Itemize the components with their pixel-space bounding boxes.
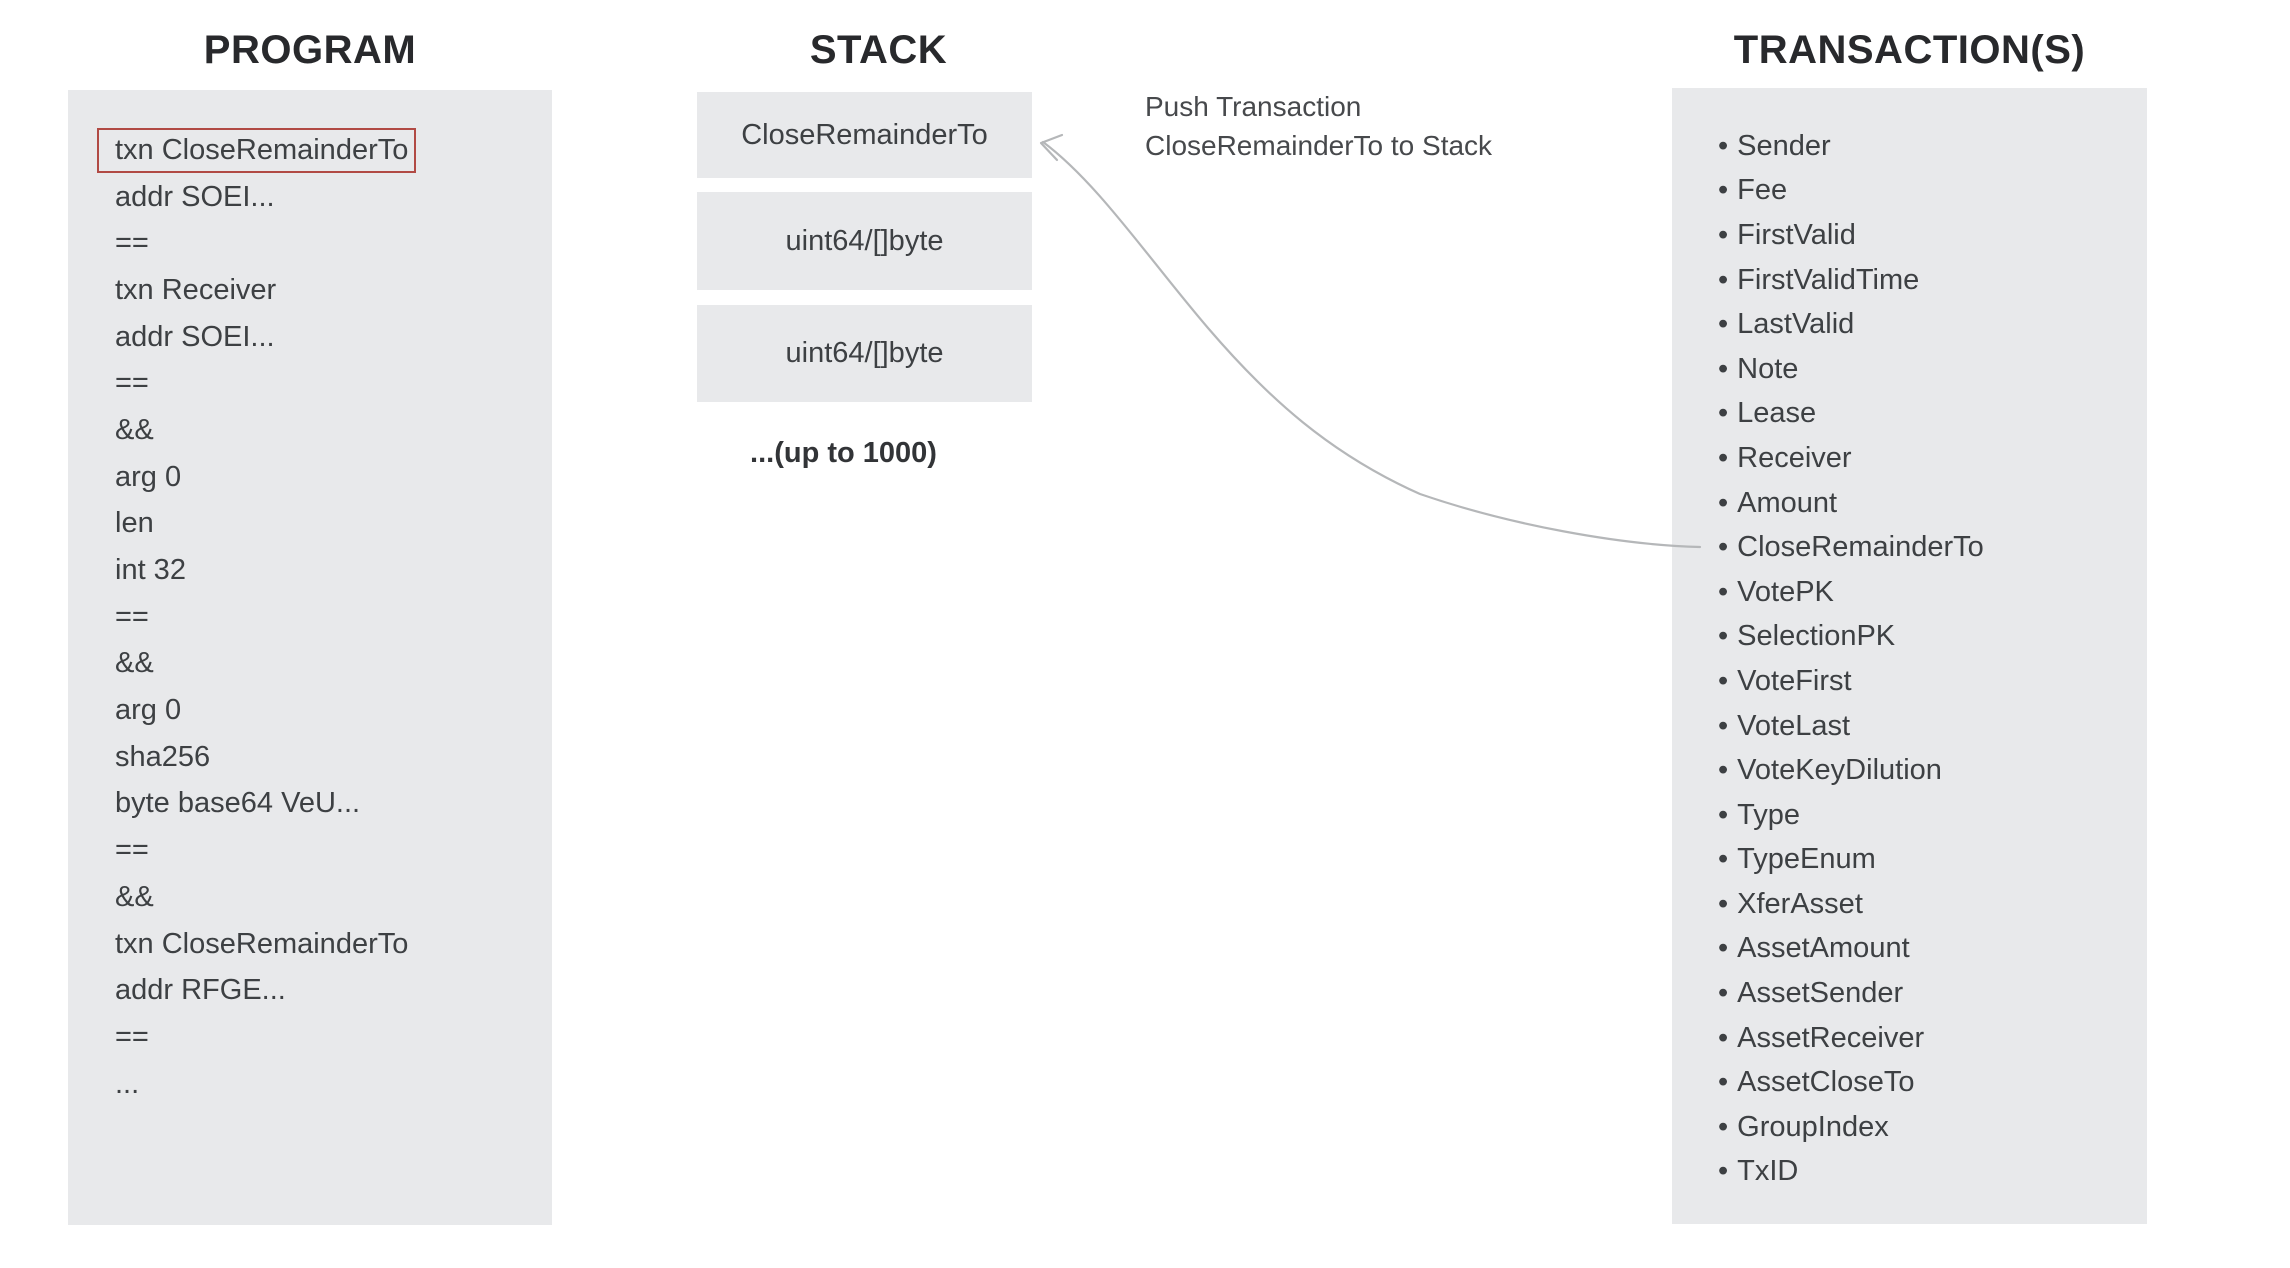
program-line: arg 0 [115,694,182,727]
txn-field: TypeEnum [1718,838,1984,883]
txn-field: AssetReceiver [1718,1016,1984,1061]
program-line: addr SOEI... [115,320,275,353]
txn-field: XferAsset [1718,882,1984,927]
push-arrowhead-icon [1039,133,1064,162]
push-arrow-curve [1041,140,1702,549]
txn-field: VotePK [1718,570,1984,615]
program-line: == [115,600,149,633]
program-line: ... [115,1067,140,1100]
transactions-title: TRANSACTION(S) [1733,28,2086,72]
transaction-field-list: Sender Fee FirstValid FirstValidTime Las… [1718,124,1984,1194]
txn-field: Sender [1718,124,1984,169]
txn-field: Lease [1718,392,1984,437]
program-line: byte base64 VeU... [115,787,361,820]
stack-slot-top: CloseRemainderTo [697,92,1032,178]
txn-field: SelectionPK [1718,615,1984,660]
txn-field: Note [1718,347,1984,392]
txn-field: Amount [1718,481,1984,526]
txn-field: FirstValidTime [1718,258,1984,303]
txn-field-close-remainder-to: CloseRemainderTo [1718,525,1984,570]
program-line: int 32 [115,554,186,587]
program-title: PROGRAM [203,28,417,72]
stack-slot: uint64/[]byte [697,192,1032,290]
push-annotation-line1: Push Transaction [1145,91,1362,122]
stack-slot: uint64/[]byte [697,305,1032,402]
program-line: arg 0 [115,460,182,493]
stack-capacity-caption: ...(up to 1000) [750,437,937,469]
txn-field: LastValid [1718,302,1984,347]
txn-field: VoteLast [1718,704,1984,749]
program-line: == [115,227,149,260]
program-panel [68,90,552,1225]
program-line: && [115,647,154,680]
highlighted-opcode-box: txn CloseRemainderTo [97,127,417,173]
txn-field: VoteKeyDilution [1718,748,1984,793]
program-line: addr SOEI... [115,180,275,213]
txn-field: GroupIndex [1718,1105,1984,1150]
push-annotation-line2: CloseRemainderTo to Stack [1145,130,1493,161]
program-line: == [115,1020,149,1053]
push-annotation: Push Transaction CloseRemainderTo to Sta… [1145,87,1492,165]
program-line: txn CloseRemainderTo [115,927,409,960]
txn-field: VoteFirst [1718,659,1984,704]
program-line: == [115,834,149,867]
txn-field: TxID [1718,1150,1984,1195]
program-line: sha256 [115,740,211,773]
txn-field: Receiver [1718,436,1984,481]
txn-field: Fee [1718,169,1984,214]
txn-field: AssetAmount [1718,927,1984,972]
txn-field: AssetCloseTo [1718,1060,1984,1105]
txn-field: Type [1718,793,1984,838]
program-line: addr RFGE... [115,974,286,1007]
program-line: == [115,367,149,400]
program-line: len [115,507,154,540]
program-line: && [115,413,154,446]
stack-title: STACK [809,28,948,72]
program-line: && [115,880,154,913]
program-line: txn CloseRemainderTo [97,127,417,174]
txn-field: AssetSender [1718,971,1984,1016]
program-opcode-list: txn CloseRemainderTo addr SOEI... == txn… [97,127,417,1107]
txn-field: FirstValid [1718,213,1984,258]
program-line: txn Receiver [115,273,277,306]
